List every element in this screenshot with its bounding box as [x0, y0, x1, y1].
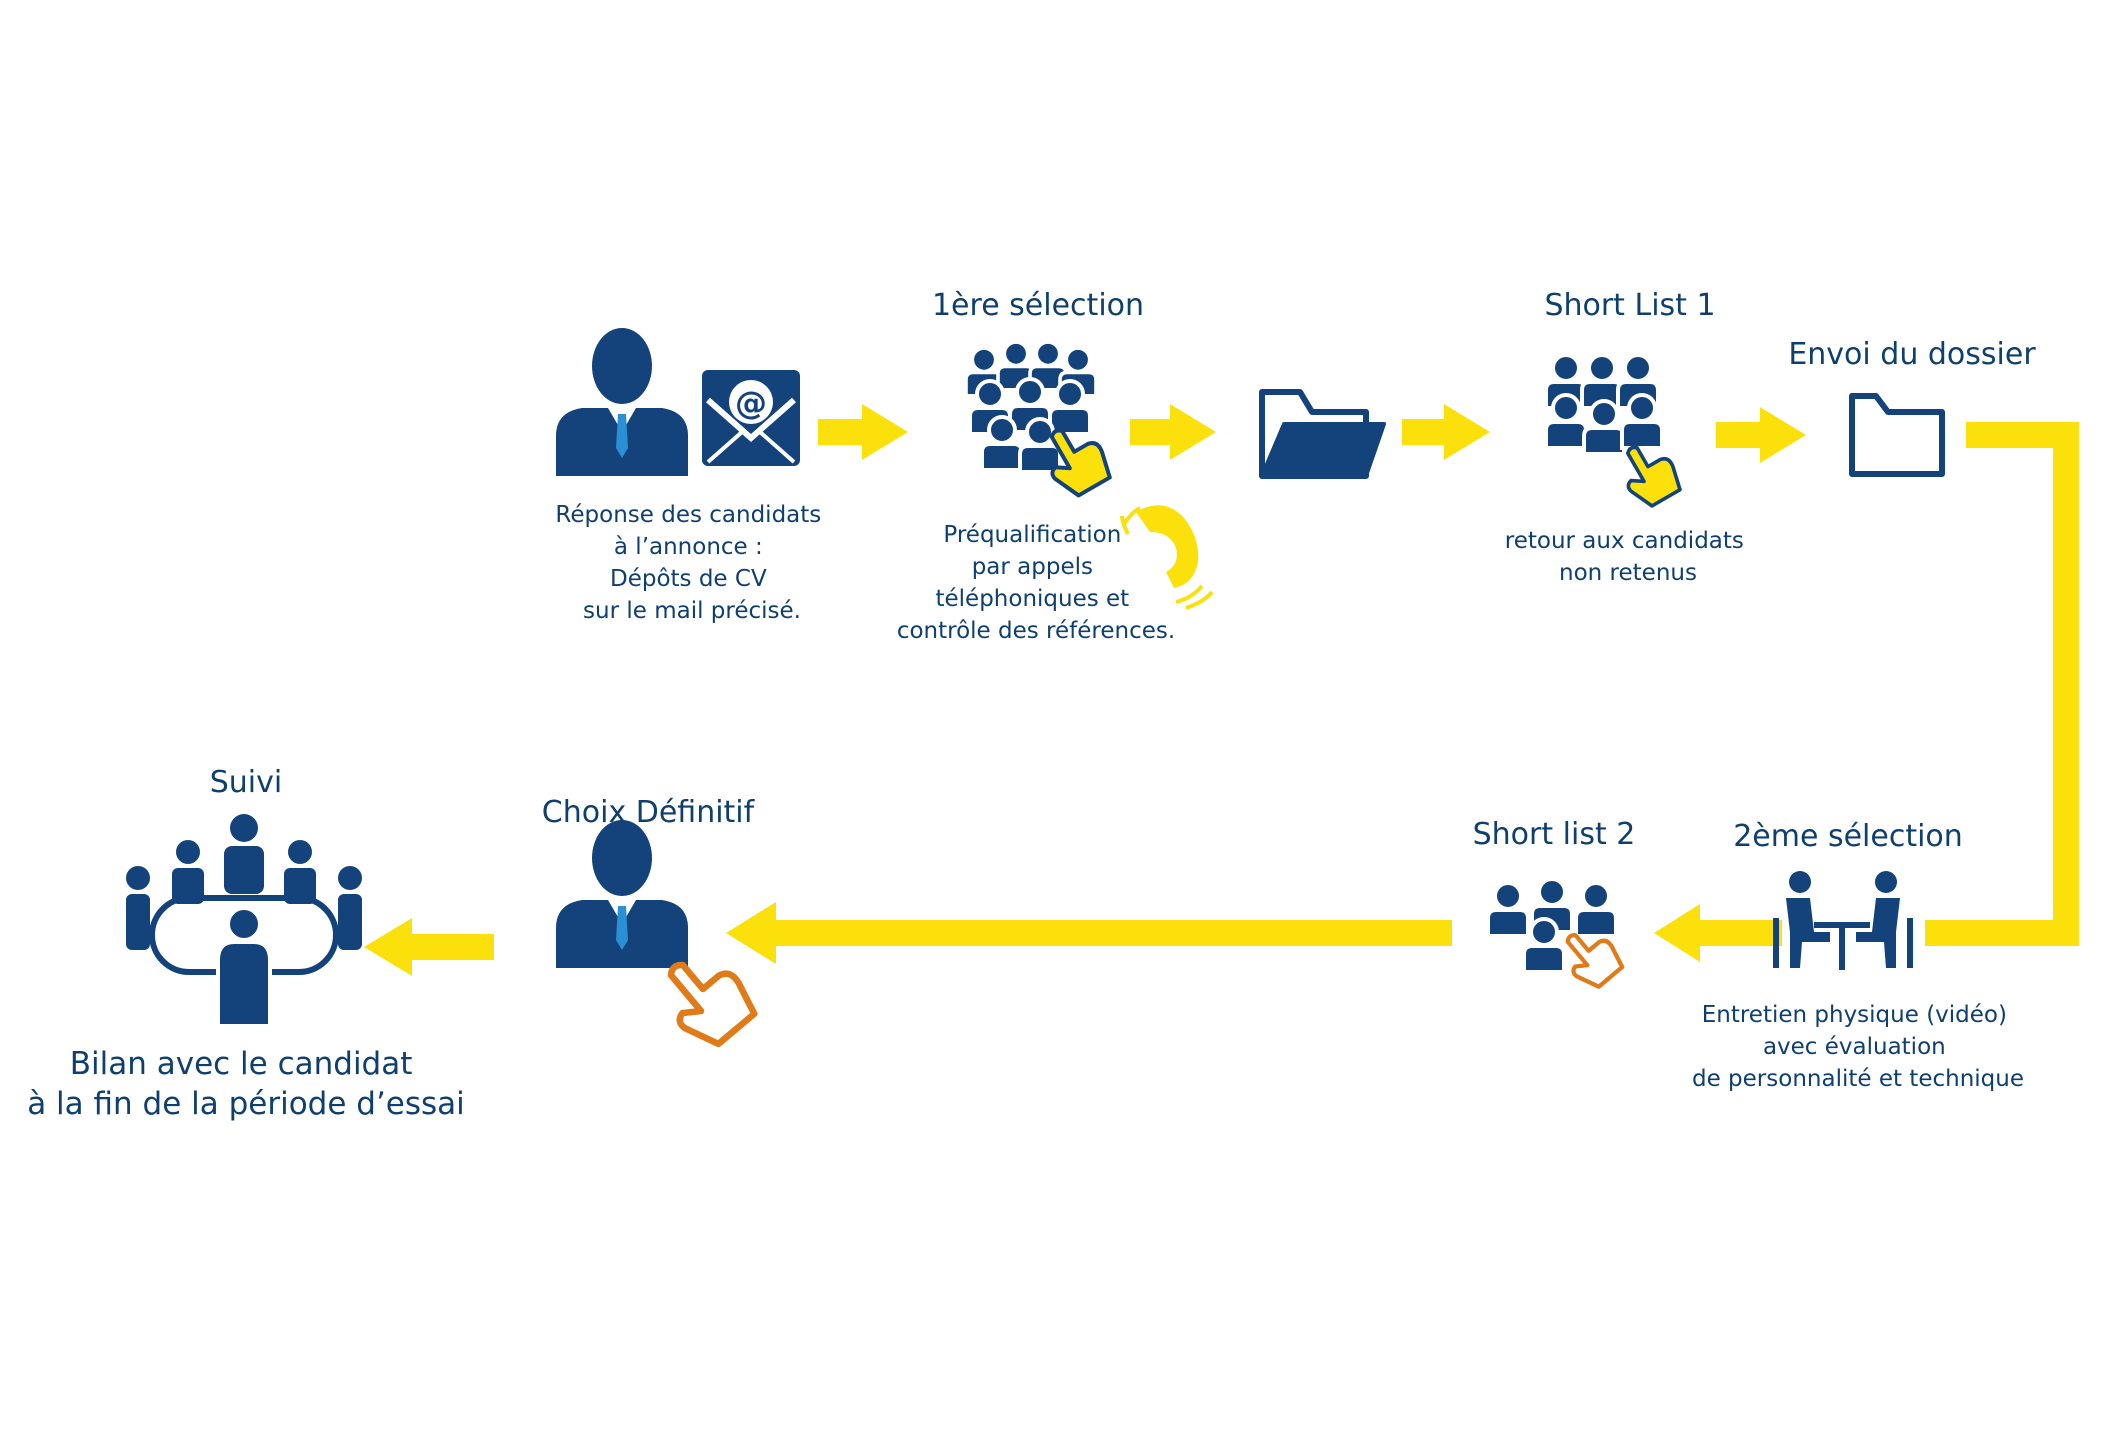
folder-open-icon	[1259, 389, 1386, 479]
step-short-list-1: Short List 1 retour aux candidats non re…	[1505, 288, 1751, 586]
group-select-icon	[1486, 877, 1626, 993]
step-short-list-1-description: retour aux candidats non retenus	[1505, 528, 1751, 586]
step-suivi-description: Bilan avec le candidat à la fin de la pé…	[27, 1046, 465, 1122]
arrow-1	[818, 404, 908, 460]
step-short-list-2: Short list 2	[1473, 817, 1636, 993]
step-suivi: Suivi Bilan avec le candidat à la fin de…	[27, 765, 465, 1122]
step-short-list-1-title: Short List 1	[1544, 288, 1715, 323]
group-select-icon	[964, 340, 1118, 504]
interview-table-icon	[1773, 871, 1913, 970]
email-at-icon: @	[702, 370, 800, 466]
arrow-2	[1130, 404, 1216, 460]
meeting-table-icon	[126, 814, 362, 1028]
step-selection-1-title: 1ère sélection	[932, 288, 1144, 323]
step-suivi-title: Suivi	[210, 765, 282, 800]
step-dossier	[1259, 389, 1386, 479]
step-reponse-description: Réponse des candidats à l’annonce : Dépô…	[555, 502, 828, 624]
step-selection-2-description: Entretien physique (vidéo) avec évaluati…	[1692, 1002, 2024, 1092]
group-select-icon	[1544, 353, 1687, 514]
step-selection-2-title: 2ème sélection	[1733, 819, 1963, 854]
arrow-3	[1402, 404, 1490, 460]
phone-icon	[1120, 505, 1214, 610]
flow-arrows	[364, 404, 2079, 976]
arrow-final-left	[364, 918, 494, 976]
arrow-long-left	[726, 902, 1452, 964]
step-choix-definitif-title: Choix Définitif	[542, 795, 756, 830]
step-choix-definitif: Choix Définitif	[542, 795, 761, 1054]
arrow-4	[1716, 407, 1806, 463]
businessman-pointer-icon	[556, 820, 761, 1054]
businessman-icon	[556, 328, 688, 476]
svg-text:@: @	[735, 384, 767, 422]
step-selection-1: 1ère sélection Préqualification par appe…	[897, 288, 1214, 644]
folder-outline-icon	[1849, 393, 1945, 477]
step-short-list-2-title: Short list 2	[1473, 817, 1636, 852]
step-envoi-dossier: Envoi du dossier	[1788, 337, 2036, 477]
arrow-return-path	[1654, 422, 2079, 962]
step-selection-2: 2ème sélection Entretien physique (vidéo…	[1692, 819, 2024, 1092]
step-envoi-dossier-title: Envoi du dossier	[1788, 337, 2036, 372]
step-selection-1-description: Préqualification par appels téléphonique…	[897, 522, 1175, 644]
step-reponse-candidats: @ Réponse des candidats à l’annonce : Dé…	[555, 328, 828, 624]
